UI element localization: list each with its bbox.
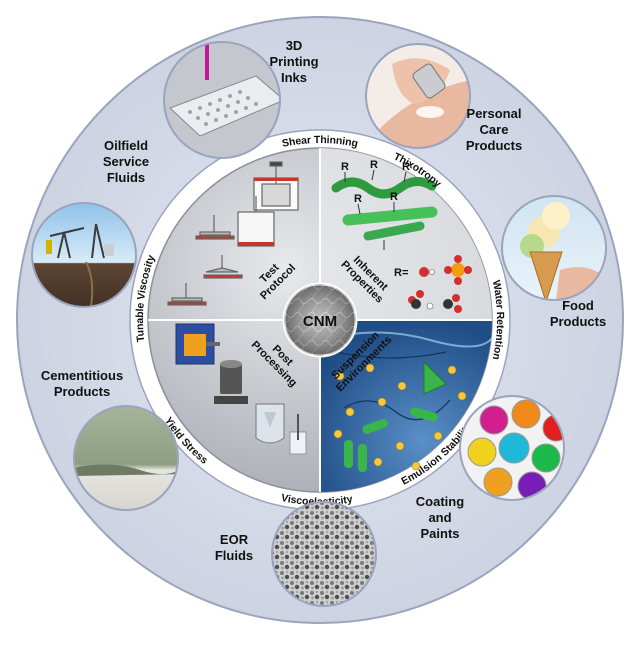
cellulose-fiber-illustration: R R R R R	[331, 159, 438, 250]
r-group-label: R	[341, 161, 349, 173]
functional-group-molecules: R=	[394, 255, 472, 313]
rheometer-geometries-illustration	[167, 161, 299, 306]
photo-frame	[365, 43, 471, 149]
ring-label-water-retention: Water Retention	[490, 279, 506, 361]
r-group-label: R	[354, 193, 362, 205]
photo-frame	[31, 202, 137, 308]
paint-cans-photo	[460, 396, 564, 500]
r-equals-label: R=	[394, 267, 408, 279]
cnm-fiber-texture	[284, 284, 356, 356]
r-group-label: R	[390, 191, 398, 203]
3d-printing-photo	[164, 42, 280, 158]
personal-care-photo	[366, 44, 470, 148]
photo-frame	[501, 195, 607, 301]
cnm-core-label: CNM	[303, 313, 337, 330]
photo-frame	[73, 405, 179, 511]
r-group-label: R	[402, 161, 410, 173]
oil-pump-photo	[32, 203, 136, 307]
suspension-particles-illustration	[327, 331, 493, 472]
photo-frame	[459, 395, 565, 501]
processing-equipment-illustration	[175, 323, 307, 455]
gravel-photo	[272, 502, 376, 606]
cement-photo	[74, 406, 178, 510]
inherent-quadrant-background	[320, 148, 492, 320]
ring-label-shear-thinning: Shear Thinning	[281, 134, 359, 150]
photo-frame	[271, 501, 377, 607]
photo-frame	[163, 41, 281, 159]
r-group-label: R	[370, 159, 378, 171]
ice-cream-photo	[502, 196, 606, 300]
